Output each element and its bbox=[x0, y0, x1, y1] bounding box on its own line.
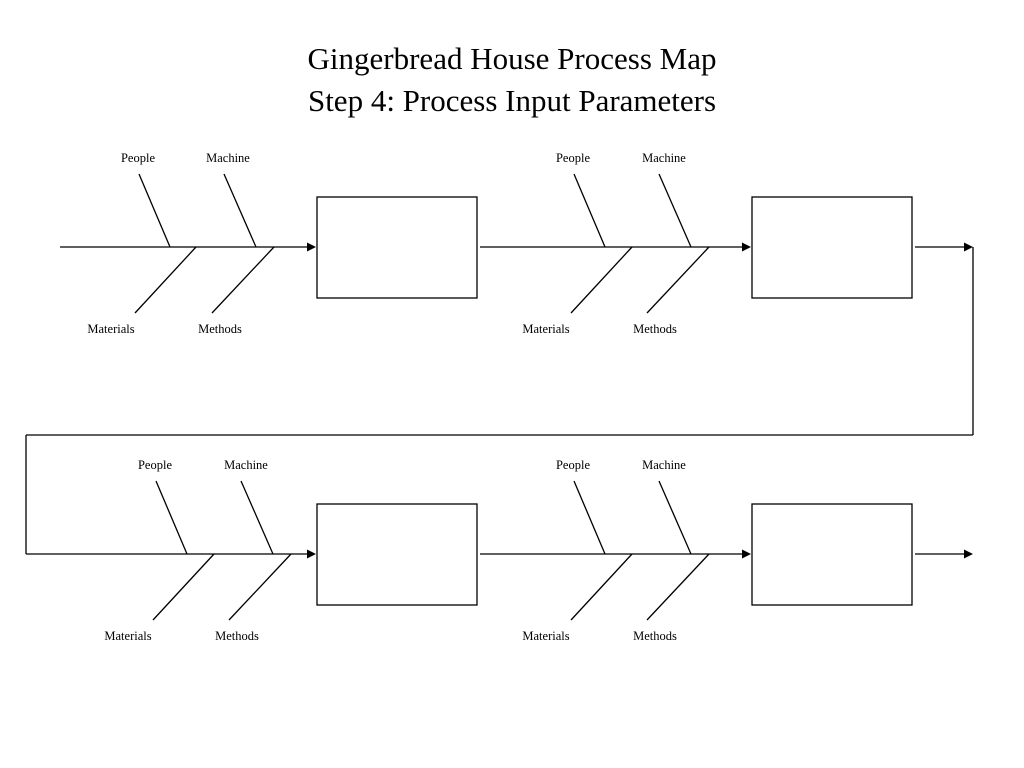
label-machine-1: Machine bbox=[206, 151, 250, 165]
bone-methods-1 bbox=[211, 246, 275, 314]
arrowhead-5 bbox=[742, 549, 751, 559]
label-people-3: People bbox=[138, 458, 172, 472]
label-people-2: People bbox=[556, 151, 590, 165]
arrowhead-3 bbox=[964, 242, 973, 252]
bone-machine-4 bbox=[658, 480, 692, 555]
process-box-2 bbox=[751, 196, 913, 299]
bone-methods-4 bbox=[646, 553, 710, 621]
label-people-4: People bbox=[556, 458, 590, 472]
label-machine-4: Machine bbox=[642, 458, 686, 472]
bone-methods-2 bbox=[646, 246, 710, 314]
bone-materials-2 bbox=[570, 246, 633, 314]
label-methods-3: Methods bbox=[215, 629, 259, 643]
label-methods-2: Methods bbox=[633, 322, 677, 336]
label-materials-1: Materials bbox=[87, 322, 134, 336]
process-box-1 bbox=[316, 196, 478, 299]
bone-materials-1 bbox=[134, 246, 197, 314]
label-materials-3: Materials bbox=[104, 629, 151, 643]
title-line-2: Step 4: Process Input Parameters bbox=[307, 83, 717, 118]
arrowhead-6 bbox=[964, 549, 973, 559]
page-title: Gingerbread House Process Map Step 4: Pr… bbox=[0, 38, 1024, 122]
label-people-1: People bbox=[121, 151, 155, 165]
bone-methods-3 bbox=[228, 553, 292, 621]
label-machine-3: Machine bbox=[224, 458, 268, 472]
bone-people-3 bbox=[155, 480, 188, 555]
arrowhead-1 bbox=[307, 242, 316, 252]
bone-materials-4 bbox=[570, 553, 633, 621]
label-machine-2: Machine bbox=[642, 151, 686, 165]
bone-people-4 bbox=[573, 480, 606, 555]
bone-machine-1 bbox=[223, 173, 257, 248]
bone-machine-3 bbox=[240, 480, 274, 555]
label-materials-2: Materials bbox=[522, 322, 569, 336]
label-methods-1: Methods bbox=[198, 322, 242, 336]
arrowhead-4 bbox=[307, 549, 316, 559]
bone-materials-3 bbox=[152, 553, 215, 621]
process-box-4 bbox=[751, 503, 913, 606]
bone-people-1 bbox=[138, 173, 171, 248]
process-box-3 bbox=[316, 503, 478, 606]
bone-people-2 bbox=[573, 173, 606, 248]
title-line-1: Gingerbread House Process Map bbox=[307, 41, 717, 76]
arrowhead-2 bbox=[742, 242, 751, 252]
label-materials-4: Materials bbox=[522, 629, 569, 643]
label-methods-4: Methods bbox=[633, 629, 677, 643]
bone-machine-2 bbox=[658, 173, 692, 248]
